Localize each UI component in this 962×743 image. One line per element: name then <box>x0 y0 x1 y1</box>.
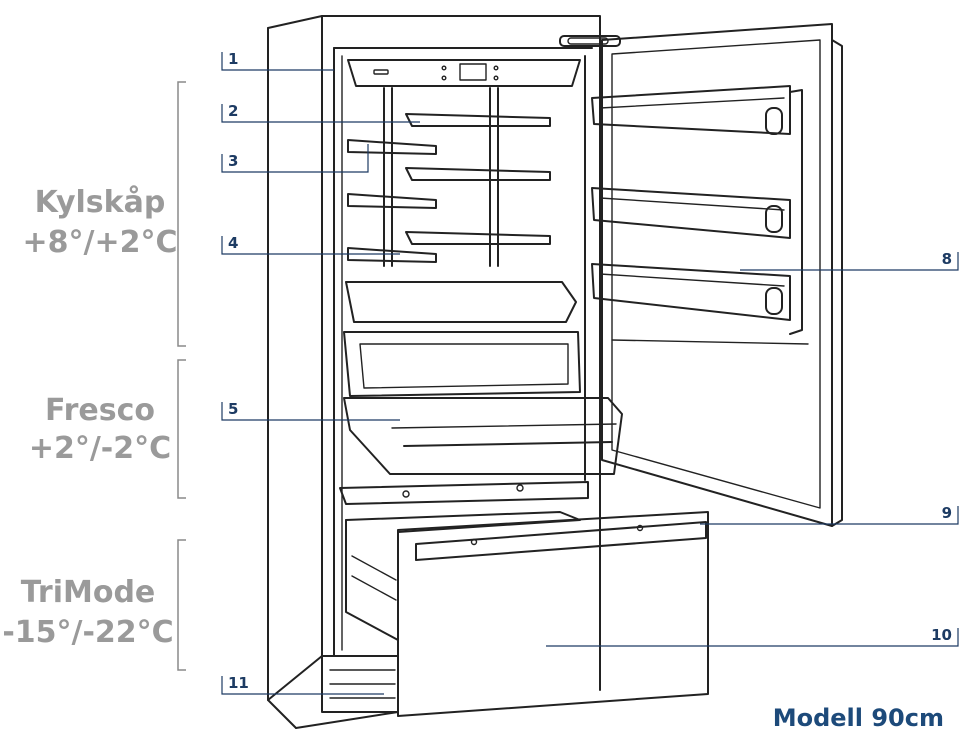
cabinet <box>267 15 621 729</box>
zone-fresco-temp: +2°/-2°C <box>29 431 171 466</box>
open-door <box>591 23 843 527</box>
control-panel <box>347 59 581 87</box>
callout-10: 10 <box>931 626 952 644</box>
trimode-drawer <box>339 481 709 717</box>
bracket-trimode <box>177 539 186 671</box>
model-label: Modell 90cm <box>773 704 944 732</box>
zone-trimode-temp: -15°/-22°C <box>2 615 173 650</box>
shelves <box>345 87 577 323</box>
fresco-drawers <box>343 331 623 475</box>
zone-kylskap-temp: +8°/+2°C <box>23 225 178 260</box>
callout-11: 11 <box>228 674 249 692</box>
callout-8: 8 <box>942 250 952 268</box>
callout-4: 4 <box>228 234 238 252</box>
callout-9: 9 <box>942 504 952 522</box>
zone-fresco-name: Fresco <box>45 393 155 428</box>
zone-trimode-name: TriMode <box>21 575 156 610</box>
zone-brackets <box>177 81 186 671</box>
callout-3: 3 <box>228 152 238 170</box>
callout-1: 1 <box>228 50 238 68</box>
callout-2: 2 <box>228 102 238 120</box>
zone-kylskap-name: Kylskåp <box>35 184 166 220</box>
callout-5: 5 <box>228 400 238 418</box>
bracket-fresco <box>177 359 186 499</box>
bracket-kylskap <box>177 81 186 347</box>
callout-leaders <box>221 52 959 695</box>
